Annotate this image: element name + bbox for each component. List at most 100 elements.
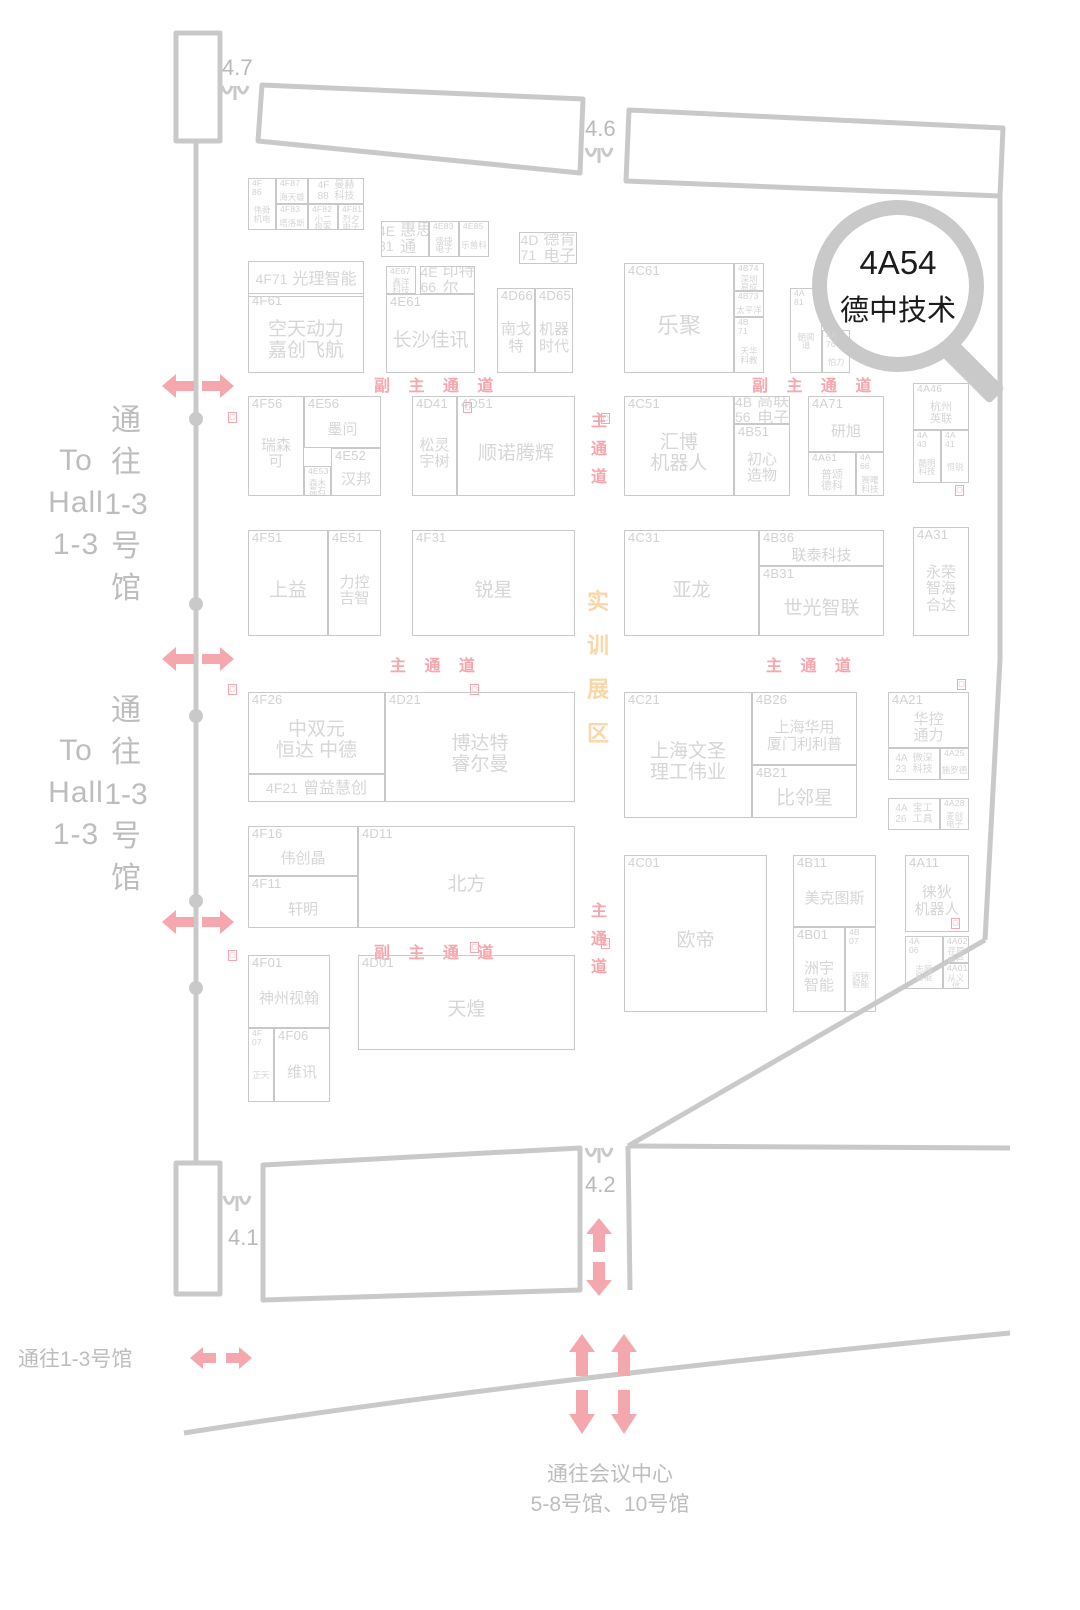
booth-name: 怕力 [827, 356, 845, 367]
corridor-label-0: 副 主 通 道 [374, 378, 501, 395]
booth-name: 酷明 科技 [918, 457, 936, 476]
booth-name: 联泰科技 [791, 546, 852, 564]
booth-name: 朝闻 道 [797, 331, 815, 350]
booth-code: 4B 56 [734, 396, 753, 424]
booth-name: 世光智联 [783, 597, 860, 619]
magnifier-callout[interactable]: 4A54 德中技术 [812, 200, 1022, 435]
booth-code: 4F82 [312, 204, 333, 214]
booth-name: 伟舜 机电 [253, 205, 271, 224]
booth-4A25[interactable]: 4A25 施罗德 [940, 748, 969, 780]
booth-name: 瑞森 可 [260, 436, 291, 470]
booth-code: 4B 07 [849, 927, 860, 946]
booth-code: 4B 71 [738, 317, 749, 336]
booth-name: 永荣 智海 合达 [925, 564, 956, 614]
door-label-4-6: 4.6 [585, 116, 616, 141]
exit-marker: ▢ [228, 412, 237, 423]
door-label-4-7: 4.7 [222, 55, 253, 80]
booth-code: 4B26 [756, 692, 788, 707]
booth-code: 4F31 [416, 530, 447, 545]
booth-code: 4A25 [944, 748, 965, 758]
booth-code: 4E56 [308, 396, 340, 411]
booth-name: 施罗德 [941, 764, 968, 775]
bottom-to-hall-1-3-label: 通往1-3号馆 [18, 1348, 133, 1371]
booth-name: 研旭 [830, 422, 861, 440]
exit-marker: ▢ [955, 485, 964, 496]
booth-code: 4A 06 [909, 936, 920, 955]
booth-code: 4D11 [362, 826, 393, 841]
exit-marker: ▢ [601, 413, 610, 424]
booth-4E81[interactable]: 4E 81惠思 通 [381, 221, 429, 257]
booth-code: 4C61 [628, 263, 660, 278]
